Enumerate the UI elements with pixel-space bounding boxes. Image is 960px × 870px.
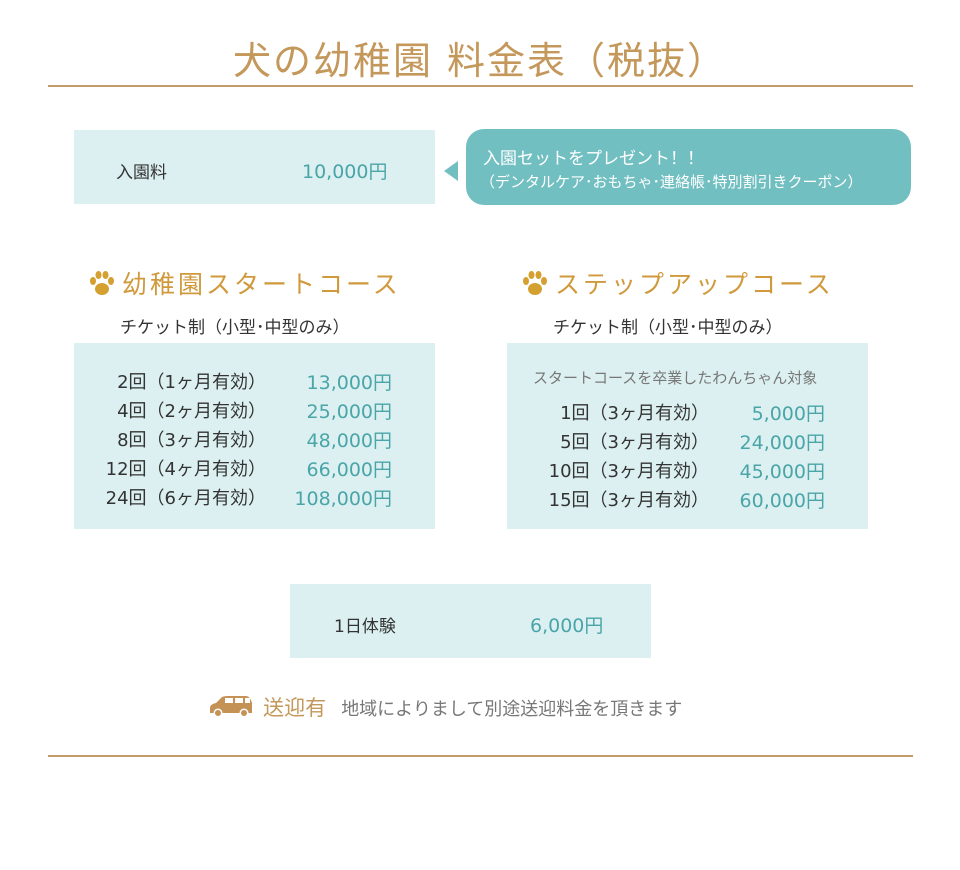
course-row-label: 2回（1ヶ月有効） (117, 372, 266, 393)
course-row-label: 4回（2ヶ月有効） (117, 401, 266, 422)
course-row-label: 5回（3ヶ月有効） (560, 432, 709, 453)
heading-text: ステップアップコース (555, 270, 834, 299)
start-course-sub: チケット制（小型･中型のみ） (120, 318, 350, 338)
trial-label: 1日体験 (334, 617, 396, 637)
course-row-label: 15回（3ヶ月有効） (548, 490, 709, 511)
course-row-label: 8回（3ヶ月有効） (117, 430, 266, 451)
course-row-price: 60,000円 (739, 490, 825, 512)
course-row-price: 108,000円 (294, 488, 392, 510)
trial-price: 6,000円 (530, 615, 604, 637)
bubble-line1: 入園セットをプレゼント！！ (483, 149, 704, 169)
course-row-price: 45,000円 (739, 461, 825, 483)
car-icon (210, 696, 252, 718)
course-row-price: 24,000円 (739, 432, 825, 454)
start-course-panel: 2回（1ヶ月有効） 13,000円 4回（2ヶ月有効） 25,000円 8回（3ヶ月有効… (74, 343, 435, 529)
pickup-text: 地域によりまして別途送迎料金を頂きます (341, 699, 683, 720)
course-row-label: 24回（6ヶ月有効） (105, 488, 266, 509)
admission-panel: 入園料 10,000円 (74, 130, 435, 204)
course-row-price: 66,000円 (306, 459, 392, 481)
course-row-label: 10回（3ヶ月有効） (548, 461, 709, 482)
course-row-label: 1回（3ヶ月有効） (560, 403, 709, 424)
start-course-heading: 幼稚園スタートコース (88, 265, 401, 301)
stepup-course-panel: スタートコースを卒業したわんちゃん対象 1回（3ヶ月有効） 5,000円 5回（3ヶ… (507, 343, 868, 529)
divider (48, 85, 913, 87)
course-row-price: 25,000円 (306, 401, 392, 423)
course-row-label: 12回（4ヶ月有効） (105, 459, 266, 480)
admission-price: 10,000円 (302, 161, 388, 183)
trial-panel: 1日体験 6,000円 (290, 584, 651, 658)
admission-label: 入園料 (116, 163, 167, 183)
stepup-course-heading: ステップアップコース (521, 265, 834, 301)
course-row-price: 48,000円 (306, 430, 392, 452)
stepup-note: スタートコースを卒業したわんちゃん対象 (533, 369, 818, 387)
page-title: 犬の幼稚園 料金表（税抜） (232, 39, 728, 83)
paw-icon (523, 271, 547, 295)
pickup-label: 送迎有 (263, 696, 327, 720)
course-row-price: 5,000円 (751, 403, 825, 425)
bubble-line2: （デンタルケア･おもちゃ･連絡帳･特別割引きクーポン） (480, 173, 863, 191)
course-row-price: 13,000円 (306, 372, 392, 394)
pickup-note: 送迎有 地域によりまして別途送迎料金を頂きます (208, 692, 682, 722)
paw-icon (90, 271, 114, 295)
stepup-course-sub: チケット制（小型･中型のみ） (553, 318, 783, 338)
heading-text: 幼稚園スタートコース (122, 270, 401, 299)
gift-bubble: 入園セットをプレゼント！！ （デンタルケア･おもちゃ･連絡帳･特別割引きクーポン… (444, 129, 911, 205)
divider (48, 755, 913, 757)
